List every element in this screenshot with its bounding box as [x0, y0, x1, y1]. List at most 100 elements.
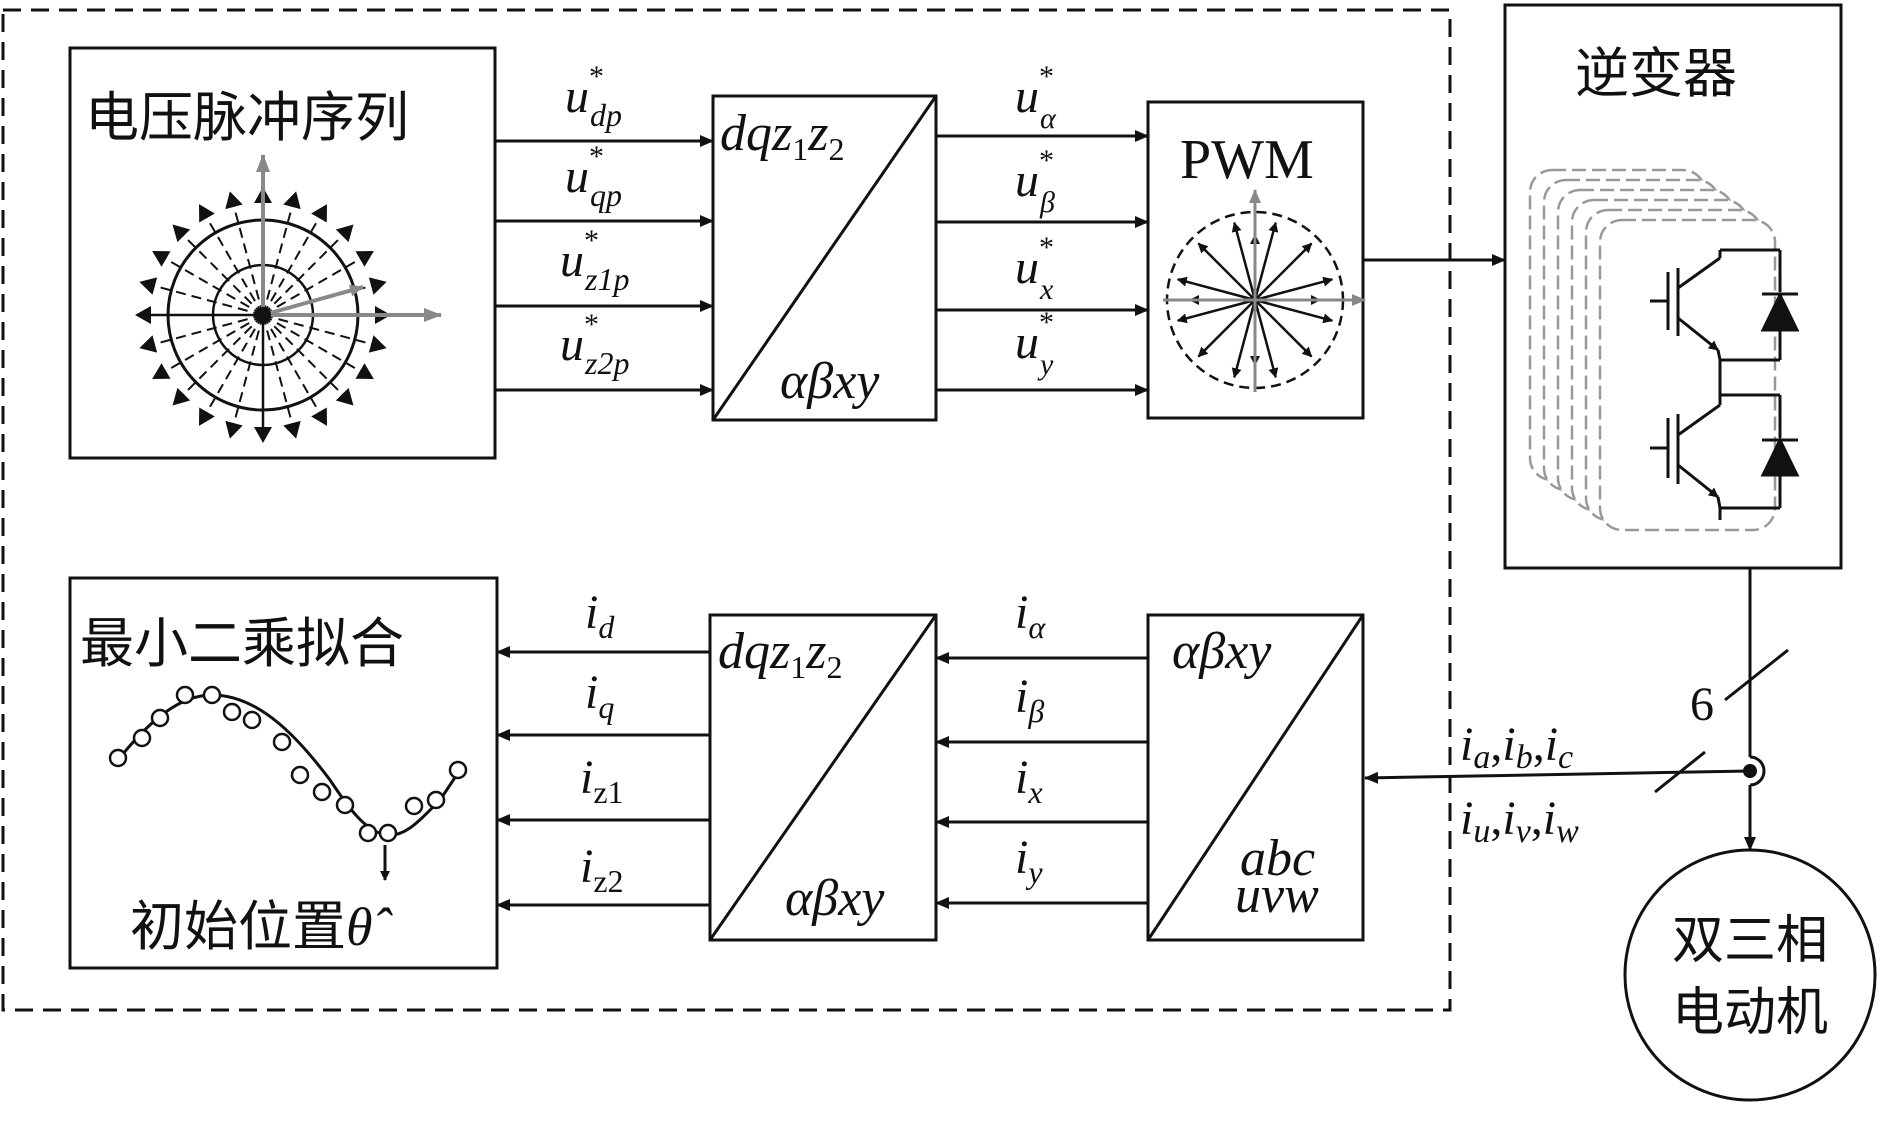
pulse-arrowhead [335, 224, 354, 243]
svg-text:id: id [585, 586, 615, 645]
inverter-block: 逆变器 [1503, 3, 1843, 570]
pulse-arrowhead [311, 407, 327, 426]
inverter-leg-outline [1598, 218, 1777, 532]
svg-text:ia,ib,ic: ia,ib,ic [1460, 718, 1573, 776]
pulse-arrowhead [199, 204, 215, 223]
pwm-vector [1254, 299, 1313, 358]
transform-right-lower2: uvw [1235, 867, 1319, 924]
pwm-title: PWM [1180, 129, 1314, 191]
pulse-ray [262, 194, 297, 316]
transform-right-lower1: abc [1240, 830, 1315, 887]
pulse-ray [262, 314, 327, 424]
pulse-arrowhead [283, 420, 301, 439]
svg-text:初始位置θ̂: 初始位置θ̂ [130, 895, 394, 958]
motor-block: 双三相 电动机 [1623, 848, 1877, 1102]
pulse-arrowhead [355, 251, 374, 267]
svg-text:u*α: u*α [1015, 60, 1057, 135]
mid-signal-arrows [936, 130, 1149, 396]
fit-sample-points [108, 685, 468, 843]
svg-text:iy: iy [1015, 831, 1043, 890]
transform-bottom-block: dqz1z2 αβxy [708, 613, 938, 942]
pulse-arrowhead [139, 277, 158, 295]
svg-text:u*y: u*y [1015, 306, 1054, 381]
pulse-arrowhead [225, 420, 243, 439]
pwm-vector [1197, 299, 1256, 358]
pulse-ray [262, 251, 372, 316]
transform-right-block: αβxy abc uvw [1146, 613, 1365, 942]
pulse-arrowhead [152, 363, 171, 379]
pulse-ray [173, 225, 264, 316]
igbt-half-bridge [1650, 248, 1800, 520]
svg-text:u*β: u*β [1015, 144, 1055, 219]
pulse-ray [229, 314, 264, 436]
controller-boundary [1, 8, 1452, 1012]
pulse-arrowhead [199, 407, 215, 426]
svg-text:u*x: u*x [1015, 231, 1054, 306]
pulse-arrowhead [311, 204, 327, 223]
pulse-arrowhead [335, 387, 354, 406]
pwm-vector [1231, 299, 1257, 379]
mid-signal-labels: u*α u*β u*x u*y [1015, 60, 1057, 381]
inverter-title: 逆变器 [1575, 42, 1737, 105]
pwm-vector [1253, 221, 1279, 301]
transform-top-lower: αβxy [780, 353, 880, 410]
bus-count-label: 6 [1690, 678, 1714, 731]
pulse-ray [142, 281, 264, 316]
pulse-arrowhead [355, 363, 374, 379]
pulse-vector-star [135, 154, 442, 443]
phase-current-labels: ia,ib,ic iu,iv,iw [1460, 718, 1579, 850]
pwm-vector [1254, 298, 1334, 324]
pulse-ray [199, 206, 264, 316]
pulse-ray [262, 314, 353, 405]
pulse-ray [142, 314, 264, 349]
pulse-arrowhead [152, 251, 171, 267]
pulse-ray [262, 206, 327, 316]
transform-right-upper: αβxy [1172, 623, 1272, 680]
svg-text:dqz1z2: dqz1z2 [720, 105, 845, 167]
motor-line2: 电动机 [1672, 983, 1828, 1043]
pwm-vector [1254, 276, 1334, 302]
pulse-arrowhead [368, 335, 387, 353]
pulse-arrowhead [139, 335, 158, 353]
fit-block: 最小二乘拟合 初始位置θ̂ [68, 576, 499, 970]
pulse-arrowhead [368, 277, 387, 295]
pulse-arrowhead [225, 191, 243, 210]
inverter-legs-stack [1528, 168, 1777, 532]
pwm-vector [1197, 242, 1256, 301]
pulse-ray [154, 251, 264, 316]
pwm-vector [1176, 298, 1256, 324]
voltage-pulse-title: 电压脉冲序列 [85, 86, 409, 149]
svg-text:iz1: iz1 [580, 751, 624, 810]
pulse-arrowhead [283, 191, 301, 210]
pwm-vector [1253, 299, 1279, 379]
pulse-ray [199, 314, 264, 424]
svg-text:u*z2p: u*z2p [560, 308, 629, 381]
pulse-arrowhead [172, 387, 191, 406]
right-current-arrows [935, 652, 1148, 909]
voltage-pulse-block: 电压脉冲序列 [68, 46, 497, 460]
bottom-current-arrows [496, 646, 710, 911]
pulse-ray [229, 194, 264, 316]
pulse-ray [262, 314, 297, 436]
pwm-vector [1176, 276, 1256, 302]
pulse-ray [173, 314, 264, 405]
svg-text:ix: ix [1015, 751, 1043, 810]
pulse-ray [262, 225, 353, 316]
svg-text:u*qp: u*qp [565, 140, 622, 213]
pwm-vector-star [1163, 189, 1366, 392]
transform-bottom-lower: αβxy [785, 870, 885, 927]
svg-text:iu,iv,iw: iu,iv,iw [1460, 792, 1579, 850]
pulse-ray [154, 314, 264, 379]
pwm-vector [1254, 242, 1313, 301]
fit-curve [116, 693, 462, 837]
pwm-vector [1231, 221, 1257, 301]
top-signal-arrows [495, 135, 714, 396]
pulse-arrowhead [172, 224, 191, 243]
svg-text:dqz1z2: dqz1z2 [718, 623, 843, 685]
svg-text:iα: iα [1015, 586, 1046, 645]
pulse-ray [262, 314, 384, 349]
svg-text:u*dp: u*dp [565, 60, 622, 133]
transform-top-block: dqz1z2 αβxy [711, 94, 938, 422]
fit-title: 最小二乘拟合 [80, 612, 404, 675]
